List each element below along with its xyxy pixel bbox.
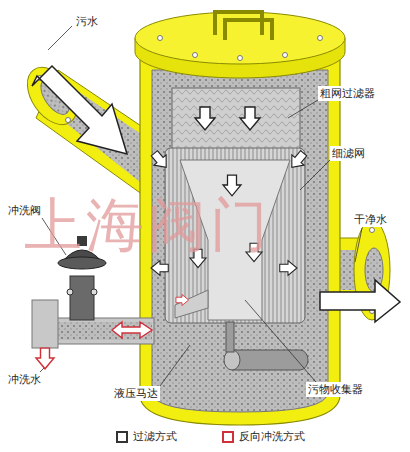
part-label: 污水 xyxy=(74,14,100,29)
legend-text: 反向冲洗方式 xyxy=(239,430,305,443)
part-label: 粗网过滤器 xyxy=(318,86,377,101)
part-label: 液压马达 xyxy=(112,386,160,401)
part-label: 干净水 xyxy=(352,212,389,227)
legend-swatch xyxy=(222,431,234,443)
legend-swatch xyxy=(116,431,128,443)
watermark: 上海阀门 xyxy=(24,196,272,254)
legend-text: 过滤方式 xyxy=(133,430,177,443)
part-label: 细滤网 xyxy=(330,146,367,161)
part-label: 冲洗水 xyxy=(6,372,43,387)
part-label: 污物收集器 xyxy=(306,382,365,397)
